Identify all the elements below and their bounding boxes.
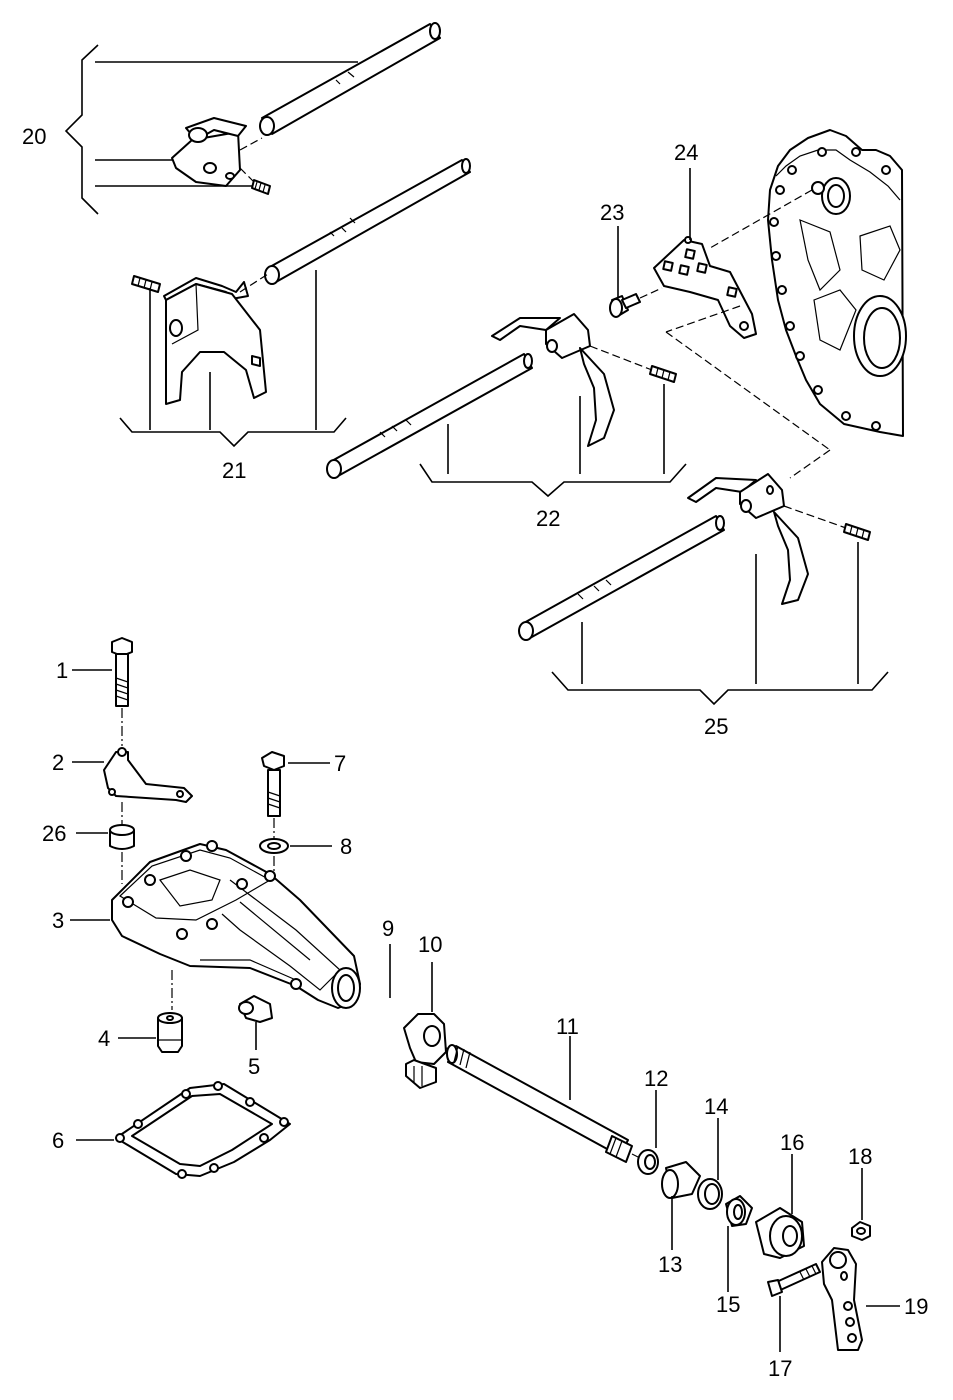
part-22-shift-fork-assembly: [326, 313, 687, 498]
label-7: 7: [334, 751, 346, 776]
label-11: 11: [556, 1014, 579, 1039]
part-21-shift-fork-assembly: [119, 158, 471, 448]
part-23-screw: [609, 226, 663, 318]
label-18: 18: [848, 1144, 872, 1169]
label-14: 14: [704, 1094, 728, 1119]
part-11-shaft: [446, 1036, 641, 1163]
label-24: 24: [674, 140, 698, 165]
part-14-ring: [697, 1118, 723, 1210]
label-25: 25: [704, 714, 728, 739]
label-15: 15: [716, 1292, 740, 1317]
label-20: 20: [22, 124, 46, 149]
label-22: 22: [536, 506, 560, 531]
part-26-bush: [76, 824, 135, 884]
label-3: 3: [52, 908, 64, 933]
part-16-damper: [755, 1154, 805, 1259]
label-9: 9: [382, 916, 394, 941]
transmission-housing: [665, 129, 907, 479]
part-9-10-joint: [389, 944, 461, 1089]
part-24-bracket: [653, 168, 757, 339]
part-2-bracket: [72, 747, 193, 824]
part-12-bushing: [637, 1090, 659, 1175]
label-17: 17: [768, 1356, 792, 1381]
part-13-sleeve: [661, 1161, 701, 1250]
part-19-lever: [821, 1247, 900, 1351]
part-17-bolt: [767, 1263, 821, 1352]
part-20-selector-rod-assembly: [64, 22, 441, 215]
part-25-shift-fork-assembly: [518, 473, 889, 706]
label-1: 1: [56, 658, 68, 683]
label-2: 2: [52, 750, 64, 775]
label-13: 13: [658, 1252, 682, 1277]
label-19: 19: [904, 1294, 928, 1319]
label-4: 4: [98, 1026, 110, 1051]
label-16: 16: [780, 1130, 804, 1155]
label-8: 8: [340, 834, 352, 859]
part-4-plug: [118, 1012, 183, 1053]
part-18-nut: [851, 1168, 871, 1241]
label-21: 21: [222, 458, 246, 483]
callout-labels: 20 21 22 23 24 25 1 2 26 7 8 3 9 10 4 5 …: [22, 124, 928, 1381]
part-1-bolt: [72, 637, 133, 746]
part-7-bolt: [261, 751, 330, 838]
part-5-switch: [238, 995, 273, 1050]
label-10: 10: [418, 932, 442, 957]
label-23: 23: [600, 200, 624, 225]
part-6-gasket: [76, 1081, 291, 1179]
part-3-selector-housing: [70, 840, 361, 1010]
label-5: 5: [248, 1054, 260, 1079]
label-12: 12: [644, 1066, 668, 1091]
part-8-washer: [259, 838, 332, 876]
label-26: 26: [42, 821, 66, 846]
label-6: 6: [52, 1128, 64, 1153]
part-15-bushing: [725, 1195, 753, 1292]
